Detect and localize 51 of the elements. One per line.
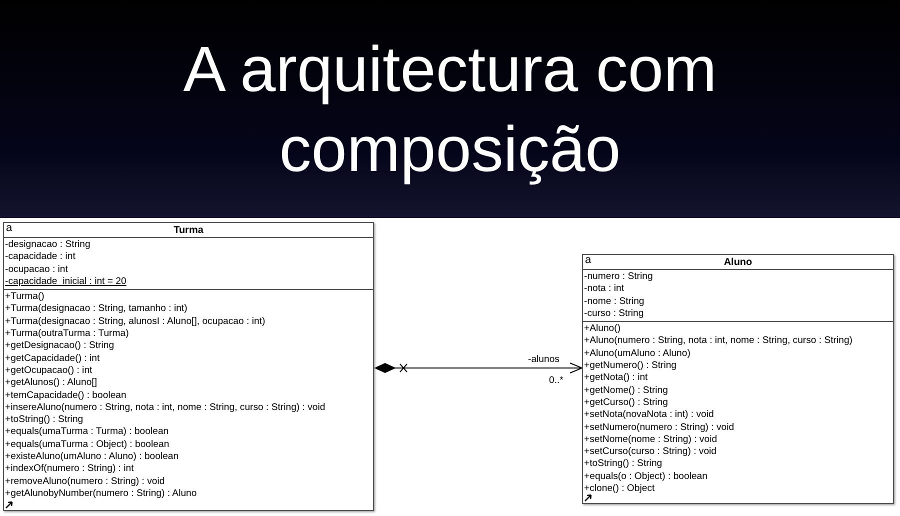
- edge-label: -alunos: [528, 354, 560, 366]
- operation-text: +Turma(designacao : String, alunosI : Aluno[], ocupacao : int): [5, 316, 266, 328]
- operation-text: +temCapacidade() : boolean: [5, 390, 126, 402]
- operation-text: +toString() : String: [584, 458, 662, 471]
- title: A arquitectura com composição: [182, 32, 718, 187]
- class-stereotype-text: a: [6, 222, 12, 234]
- operation-text: +clone() : Object: [584, 483, 655, 496]
- operation-text: +Aluno(): [584, 323, 621, 336]
- operation-text: +indexOf(numero : String) : int: [5, 463, 134, 476]
- class-box: [582, 254, 894, 504]
- multiplicity-label: 0..*: [549, 375, 564, 387]
- operation-text: +removeAluno(numero : String) : void: [5, 476, 165, 488]
- attribute-text: -curso : String: [584, 308, 644, 320]
- class-stereotype-text: a: [585, 254, 592, 266]
- operations-compartment: [4, 289, 373, 510]
- operation-text: +equals(umaTurma : Object) : boolean: [5, 438, 170, 452]
- operation-text: +getCurso() : String: [584, 396, 668, 410]
- class-box: [3, 222, 374, 511]
- operation-text: +insereAluno(numero : String, nota : int, nome : String, curso : String) : void: [5, 402, 326, 414]
- operation-text: +Turma(outraTurma : Turma): [5, 328, 129, 340]
- attribute-text: -nota : int: [584, 283, 624, 296]
- attribute-text: -capacidade_inicial : int = 20: [5, 276, 126, 288]
- operation-text: +Turma(): [5, 291, 44, 304]
- operation-text: +getAlunobyNumber(numero : String) : Aluno: [5, 488, 197, 500]
- operation-text: +getOcupacao() : int: [5, 364, 92, 378]
- operation-text: +existeAluno(umAluno : Aluno) : boolean: [5, 451, 179, 464]
- operation-text: +setCurso(curso : String) : void: [584, 446, 716, 458]
- attribute-text: -ocupacao : int: [5, 264, 68, 276]
- operation-text: +Aluno(numero : String, nota : int, nome : String, curso : String): [584, 335, 852, 348]
- operation-text: +Turma(designacao : String, tamanho : int): [5, 303, 188, 316]
- operation-text: +getAlunos() : Aluno[]: [5, 377, 97, 390]
- operations-compartment: [583, 321, 893, 503]
- operation-text: +getCapacidade() : int: [5, 352, 100, 365]
- attribute-text: -numero : String: [584, 271, 653, 284]
- attribute-text: -capacidade : int: [5, 251, 76, 264]
- operation-text: +equals(o : Object) : boolean: [584, 470, 708, 484]
- operation-text: +getDesignacao() : String: [5, 340, 114, 353]
- operation-text: +setNome(nome : String) : void: [584, 434, 718, 446]
- operation-text: +equals(umaTurma : Turma) : boolean: [5, 426, 169, 439]
- operation-text: +getNota() : int: [584, 372, 648, 385]
- operation-text: +setNota(novaNota : int) : void: [584, 409, 714, 422]
- class-name: Turma: [174, 224, 204, 238]
- attribute-text: -nome : String: [584, 296, 644, 308]
- operation-text: +Aluno(umAluno : Aluno): [584, 348, 690, 360]
- operation-text: +getNumero() : String: [584, 360, 677, 372]
- operation-text: +toString() : String: [5, 414, 84, 426]
- operation-text: +setNumero(numero : String) : void: [584, 422, 734, 434]
- attribute-text: -designacao : String: [5, 239, 90, 252]
- composition-arrow: [374, 362, 582, 374]
- class-name: Aluno: [724, 256, 752, 270]
- operation-text: +getNome() : String: [584, 384, 668, 397]
